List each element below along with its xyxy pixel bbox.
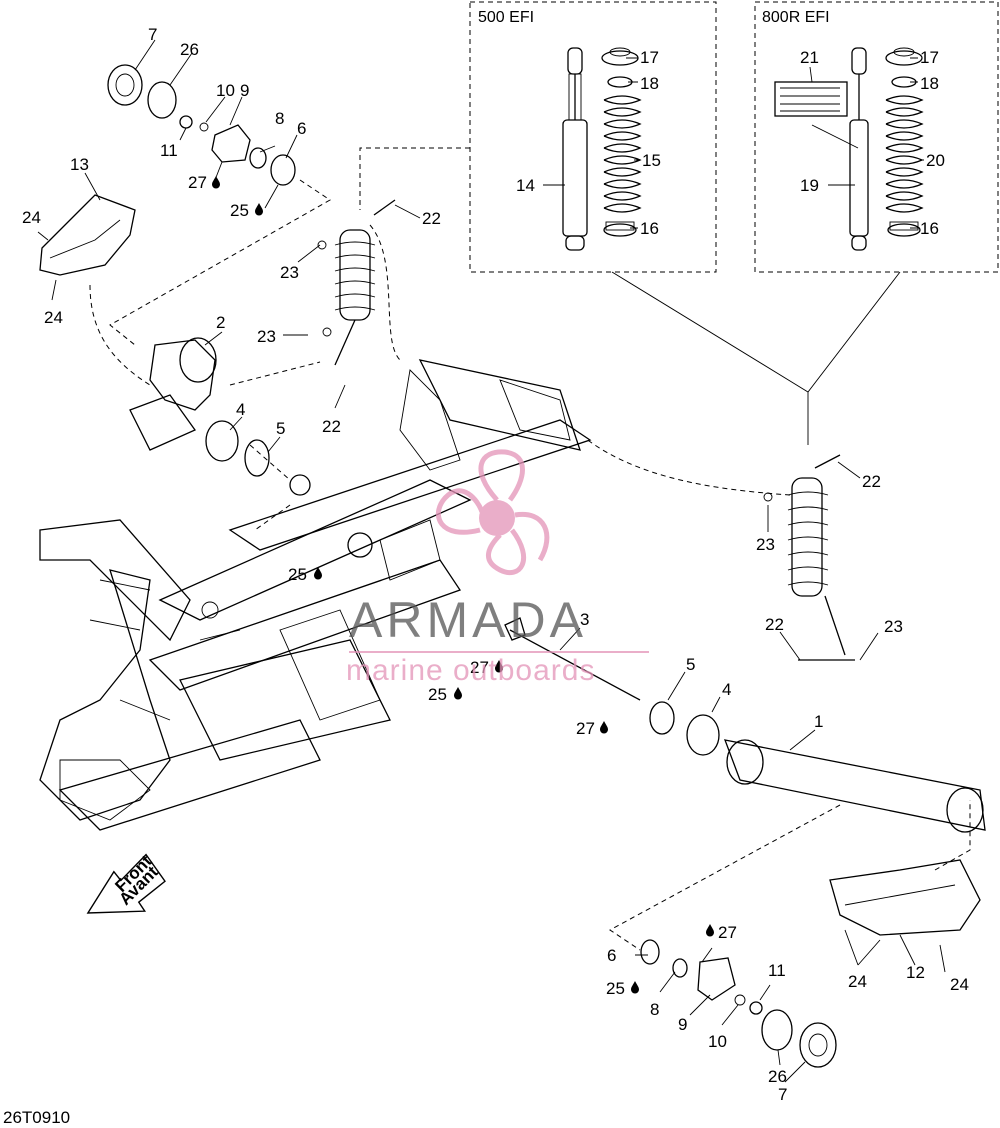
swing-arm-2 [149,339,216,411]
callout-9b: 9 [678,1015,687,1034]
callout-6b: 6 [607,946,616,965]
warning-label-21 [774,81,848,117]
callout-22d: 22 [765,615,784,634]
inset-title-500: 500 EFI [478,9,534,26]
callout-10b: 10 [708,1032,727,1051]
callout-5a: 5 [276,419,285,438]
callout-24c: 24 [848,972,867,991]
hub-cap-7 [107,64,143,106]
callout-26: 26 [180,40,199,59]
callout-14: 14 [516,176,535,195]
callout-12: 12 [906,963,925,982]
callout-4b: 4 [722,680,731,699]
spring-20 [885,95,924,213]
callout-17b: 17 [920,48,939,67]
callout-1: 1 [814,712,823,731]
callout-25b: 25 [288,565,307,584]
skid-plate-12 [829,859,981,936]
callout-8: 8 [275,109,284,128]
propeller-logo [435,449,550,576]
callout-9: 9 [240,81,249,100]
armada-watermark: ARMADA marine outboards [346,449,649,687]
callout-24a: 24 [22,208,41,227]
callout-16b: 16 [920,219,939,238]
callout-26b: 26 [768,1067,787,1086]
inset-500-efi: 500 EFI [469,1,717,273]
front-direction-arrow: Front Avant [86,851,166,914]
callout-4a: 4 [236,400,245,419]
callout-27c: 27 [576,719,595,738]
lower-right-assembly [504,617,986,1068]
circlip-5 [244,439,270,477]
callout-17a: 17 [640,48,659,67]
callout-6: 6 [297,119,306,138]
callout-25d: 25 [606,979,625,998]
callout-11b: 11 [768,961,786,980]
spring-15 [603,95,642,213]
callout-24d: 24 [950,975,969,994]
callout-27d: 27 [718,923,737,942]
upper-left-assembly [39,64,296,477]
shock-absorber-19 [849,47,869,251]
callout-labels: 7 26 10 9 11 8 6 27 25 13 24 24 22 23 2 … [22,25,969,1104]
rear-shock-right [763,454,855,661]
callout-8b: 8 [650,1000,659,1019]
callout-15: 15 [642,151,661,170]
o-ring-26 [147,81,177,119]
callout-25: 25 [230,201,249,220]
callout-19: 19 [800,176,819,195]
inset-title-800r: 800R EFI [762,9,830,26]
callout-22b: 22 [322,417,341,436]
callout-22a: 22 [422,209,441,228]
callout-16a: 16 [640,219,659,238]
callout-18a: 18 [640,74,659,93]
callout-27b: 27 [470,658,489,677]
callout-7: 7 [148,25,157,44]
callout-13: 13 [70,155,89,174]
callout-10: 10 [216,81,235,100]
callout-7b: 7 [778,1085,787,1104]
callout-22c: 22 [862,472,881,491]
callout-23c: 23 [756,535,775,554]
drawing-code: 26T0910 [3,1108,70,1127]
shock-absorber-14 [562,47,588,251]
callout-5b: 5 [686,655,695,674]
leader-lines [37,39,946,1083]
callout-18b: 18 [920,74,939,93]
callout-23b: 23 [257,327,276,346]
callout-24b: 24 [44,308,63,327]
watermark-brand: ARMADA [349,592,587,648]
callout-23d: 23 [884,617,903,636]
callout-11: 11 [160,141,178,160]
inset-800r-efi: 800R EFI [754,1,999,273]
callout-25c: 25 [428,685,447,704]
spring-seat-16 [603,223,637,237]
callout-27: 27 [188,173,207,192]
skid-plate-13 [39,194,136,276]
axle-3 [509,629,641,701]
callout-3: 3 [580,610,589,629]
watermark-tagline: marine outboards [346,654,595,687]
callout-21: 21 [800,48,819,67]
callout-23a: 23 [280,263,299,282]
bearing-4 [205,420,239,462]
callout-20: 20 [926,151,945,170]
vehicle-frame [39,359,592,831]
swing-arm-1 [723,739,986,831]
callout-2: 2 [216,313,225,332]
rear-shock-main [317,199,396,366]
